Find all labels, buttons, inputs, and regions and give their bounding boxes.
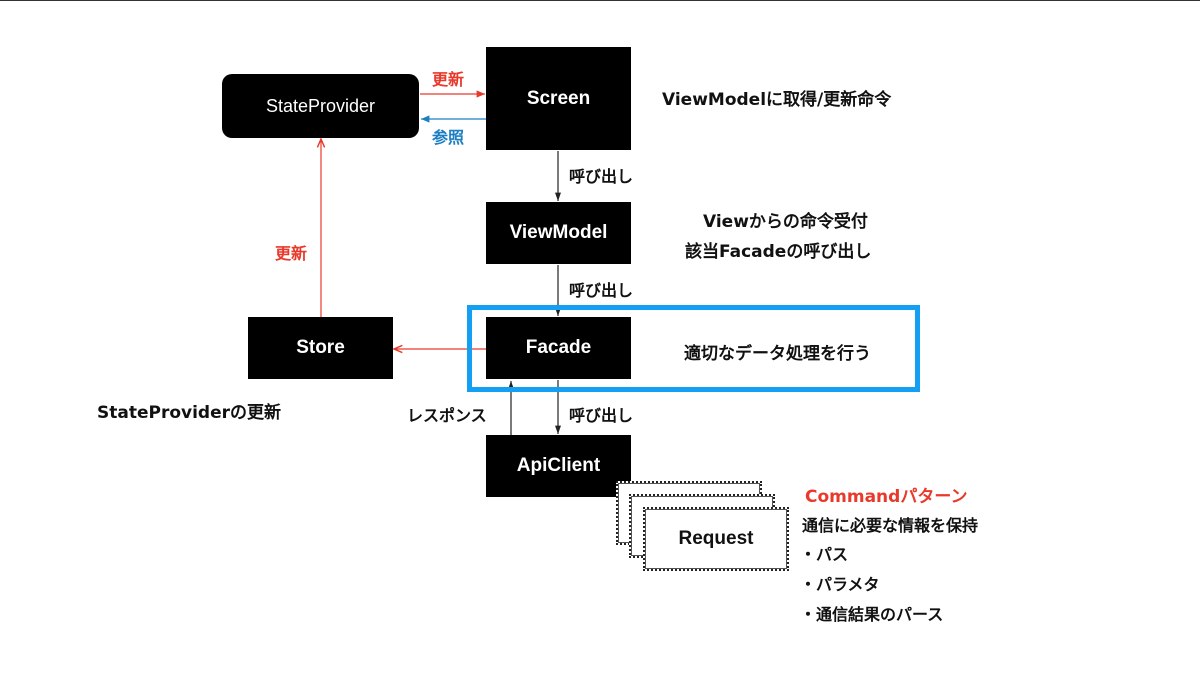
edge-label-reference: 参照: [432, 128, 465, 147]
edge-label-update-left: 更新: [275, 244, 308, 263]
node-screen[interactable]: Screen: [486, 47, 631, 150]
edge-label-response: レスポンス: [407, 406, 487, 425]
node-facade[interactable]: Facade: [486, 317, 631, 379]
node-stateprovider-label: StateProvider: [265, 95, 376, 116]
edge-label-update-top: 更新: [432, 70, 465, 89]
request-label: Request: [678, 528, 754, 549]
node-viewmodel-label: ViewModel: [509, 222, 608, 243]
note-screen: ViewModelに取得/更新命令: [662, 90, 892, 110]
edge-label-call-3: 呼び出し: [569, 406, 634, 425]
facade-highlight-box: [467, 305, 920, 392]
note-store: StateProviderの更新: [97, 403, 282, 423]
node-store-label: Store: [296, 337, 345, 358]
edge-label-call-1: 呼び出し: [569, 167, 634, 186]
command-title: Commandパターン: [805, 487, 968, 507]
node-apiclient-label: ApiClient: [516, 455, 601, 476]
note-viewmodel-line2: 該当Facadeの呼び出し: [685, 242, 872, 262]
node-store[interactable]: Store: [248, 317, 393, 379]
node-facade-label: Facade: [525, 337, 592, 358]
node-apiclient[interactable]: ApiClient: [486, 435, 631, 497]
top-border: [0, 0, 1200, 1]
note-facade: 適切なデータ処理を行う: [684, 344, 871, 364]
edge-label-call-2: 呼び出し: [569, 281, 634, 300]
command-item-path: ・パス: [800, 545, 849, 564]
request-card-front[interactable]: Request: [643, 507, 789, 571]
node-stateprovider[interactable]: StateProvider: [222, 74, 419, 138]
command-item-parse: ・通信結果のパース: [800, 605, 944, 624]
command-desc: 通信に必要な情報を保持: [802, 516, 979, 535]
node-viewmodel[interactable]: ViewModel: [486, 202, 631, 264]
note-viewmodel-line1: Viewからの命令受付: [703, 212, 868, 232]
command-item-params: ・パラメタ: [800, 575, 880, 594]
node-screen-label: Screen: [526, 87, 591, 109]
